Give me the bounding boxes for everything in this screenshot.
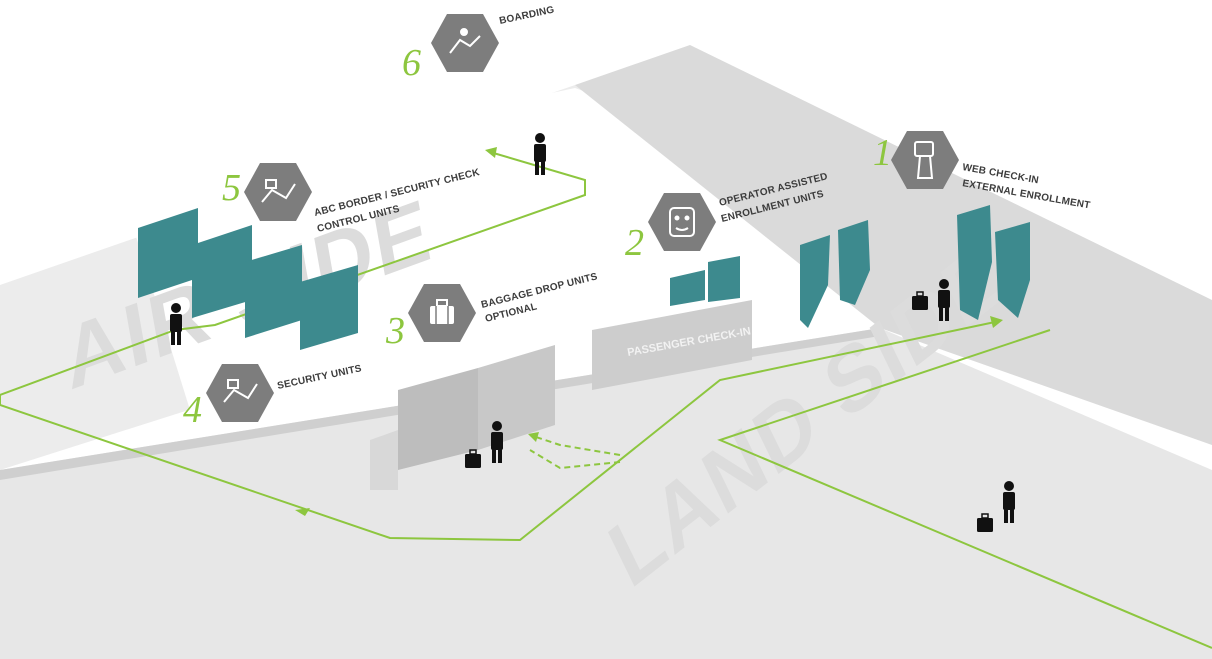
boarding-icon <box>449 28 481 54</box>
scanner-icon <box>223 379 258 403</box>
kiosk-icon <box>914 141 934 179</box>
step-6-boarding: 6 BOARDING <box>402 5 555 84</box>
step-6-label: BOARDING <box>498 5 555 27</box>
step-1-number: 1 <box>873 132 892 174</box>
kiosk-units <box>800 205 1030 328</box>
landside-floor <box>0 328 1212 659</box>
passenger-check-in-counter: PASSENGER CHECK-IN <box>592 256 752 390</box>
step-3-number: 3 <box>385 310 405 352</box>
step-2-number: 2 <box>625 222 644 264</box>
passenger-route <box>0 147 1212 649</box>
step-5-number: 5 <box>222 167 241 209</box>
suitcase-icon <box>430 299 454 324</box>
step-4-number: 4 <box>183 389 202 431</box>
step-6-number: 6 <box>402 42 421 84</box>
right-wall <box>575 45 1212 445</box>
security-units <box>138 208 358 350</box>
scanner-icon <box>261 179 296 203</box>
face-icon <box>669 207 695 237</box>
